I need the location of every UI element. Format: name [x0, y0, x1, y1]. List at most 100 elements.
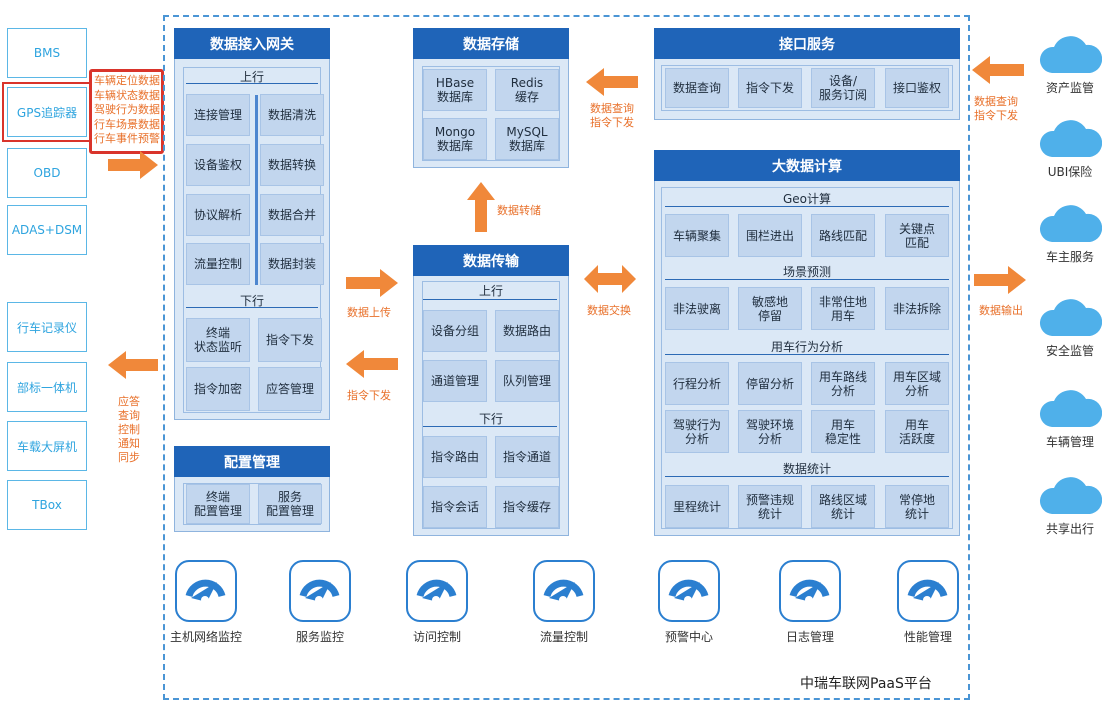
gateway-cell: 数据封装: [260, 243, 324, 285]
arrow-left-consumer-query: [972, 56, 1024, 84]
bigdata-cell: 车辆聚集: [665, 214, 729, 257]
monitor-icon: [658, 560, 720, 622]
consumer-label: UBI保险: [1047, 165, 1093, 179]
bigdata-cell: 非法拆除: [885, 287, 949, 330]
monitor-label: 服务监控: [295, 630, 344, 644]
bigdata-cell: 用车路线 分析: [811, 362, 875, 405]
bigdata-section-label: 用车行为分析: [770, 340, 843, 354]
monitor-icon: [289, 560, 351, 622]
label-data-output: 数据输出: [979, 304, 1023, 317]
gateway-cell: 终端 状态监听: [186, 318, 250, 362]
divider: [665, 279, 949, 280]
storage-cell: Redis 缓存: [495, 69, 559, 111]
monitor-label: 访问控制: [412, 630, 461, 644]
gateway-cell: 连接管理: [186, 94, 250, 136]
arrow-right-output: [974, 266, 1026, 294]
monitor-label: 主机网络监控: [169, 630, 242, 644]
bigdata-panel: 大数据计算: [654, 150, 960, 536]
gps-data-item: 车辆状态数据: [94, 88, 160, 102]
gateway-cell: 应答管理: [258, 367, 322, 411]
bigdata-cell: 用车 活跃度: [885, 410, 949, 453]
gateway-cell: 数据清洗: [260, 94, 324, 136]
cloud-icon: [1040, 390, 1102, 427]
cloud-icon: [1040, 299, 1102, 336]
gateway-cell: 指令加密: [186, 367, 250, 411]
storage-cell: Mongo 数据库: [423, 118, 487, 160]
device-tbox: TBox: [7, 480, 87, 530]
divider: [665, 476, 949, 477]
gps-data-item: 车辆定位数据: [94, 74, 160, 87]
monitor-icon: [175, 560, 237, 622]
gps-data-callout: 车辆定位数据 车辆状态数据 驾驶行为数据 行车场景数据 行车事件预警: [89, 69, 164, 154]
device-car-screen: 车载大屏机: [7, 421, 87, 471]
bigdata-cell: 围栏进出: [738, 214, 802, 257]
gateway-cell: 数据合并: [260, 194, 324, 236]
storage-cell: HBase 数据库: [423, 69, 487, 111]
monitor-icon: [406, 560, 468, 622]
api-cell: 设备/ 服务订阅: [811, 68, 875, 108]
consumer-label: 资产监管: [1045, 81, 1094, 95]
bigdata-cell: 驾驶环境 分析: [738, 410, 802, 453]
consumer-label: 车辆管理: [1045, 435, 1094, 449]
gps-data-item: 行车事件预警: [94, 132, 160, 145]
bigdata-cell: 里程统计: [665, 485, 729, 528]
device-dashcam: 行车记录仪: [7, 302, 87, 352]
bigdata-cell: 驾驶行为 分析: [665, 410, 729, 453]
arrow-exchange: [584, 265, 636, 293]
monitor-icon: [533, 560, 595, 622]
cloud-icon: [1040, 36, 1102, 73]
config-cell: 服务 配置管理: [258, 484, 322, 524]
gps-data-item: 行车场景数据: [94, 117, 160, 131]
cloud-icon: [1040, 120, 1102, 157]
monitor-label: 预警中心: [664, 630, 713, 644]
gateway-up-label: 上行: [239, 70, 264, 84]
divider: [186, 83, 318, 84]
label-data-exchange: 数据交换: [587, 304, 631, 317]
gateway-cell: 设备鉴权: [186, 144, 250, 186]
monitor-label: 性能管理: [903, 630, 952, 644]
bigdata-cell: 非法驶离: [665, 287, 729, 330]
transport-down-label: 下行: [478, 412, 503, 426]
divider: [423, 426, 557, 427]
transport-cell: 通道管理: [423, 360, 487, 402]
bigdata-title: 大数据计算: [654, 150, 960, 181]
bigdata-section-label: 场景预测: [782, 265, 831, 279]
divider: [665, 206, 949, 207]
label-data-upload: 数据上传: [347, 306, 391, 319]
transport-cell: 指令缓存: [495, 486, 559, 528]
device-bms: BMS: [7, 28, 87, 78]
divider: [665, 354, 949, 355]
storage-cell: MySQL 数据库: [495, 118, 559, 160]
consumer-label: 车主服务: [1045, 250, 1094, 264]
bigdata-cell: 关键点 匹配: [885, 214, 949, 257]
transport-cell: 指令路由: [423, 436, 487, 478]
label-query-cmd-right: 数据查询 指令下发: [974, 95, 1018, 122]
device-gps-tracker: GPS追踪器: [7, 87, 87, 137]
gateway-cell: 指令下发: [258, 318, 322, 362]
config-title: 配置管理: [174, 446, 330, 477]
bigdata-cell: 非常住地 用车: [811, 287, 875, 330]
cloud-icon: [1040, 477, 1102, 514]
bigdata-section-label: 数据统计: [782, 462, 831, 476]
bigdata-cell: 用车 稳定性: [811, 410, 875, 453]
platform-name: 中瑞车联网PaaS平台: [800, 676, 932, 692]
bigdata-cell: 敏感地 停留: [738, 287, 802, 330]
divider: [255, 95, 258, 285]
transport-cell: 设备分组: [423, 310, 487, 352]
monitor-label: 流量控制: [539, 630, 588, 644]
device-obd: OBD: [7, 148, 87, 198]
gps-data-item: 驾驶行为数据: [94, 103, 160, 116]
consumer-label: 安全监管: [1045, 344, 1094, 358]
monitor-icon: [897, 560, 959, 622]
monitor-icon: [779, 560, 841, 622]
divider: [186, 307, 318, 308]
label-cmd-down: 指令下发: [347, 389, 391, 402]
api-cell: 接口鉴权: [885, 68, 949, 108]
consumer-label: 共享出行: [1045, 522, 1094, 536]
transport-cell: 数据路由: [495, 310, 559, 352]
device-adas-dsm: ADAS+DSM: [7, 205, 87, 255]
bigdata-cell: 常停地 统计: [885, 485, 949, 528]
transport-cell: 队列管理: [495, 360, 559, 402]
bigdata-section-label: Geo计算: [782, 192, 832, 206]
bigdata-cell: 路线区域 统计: [811, 485, 875, 528]
